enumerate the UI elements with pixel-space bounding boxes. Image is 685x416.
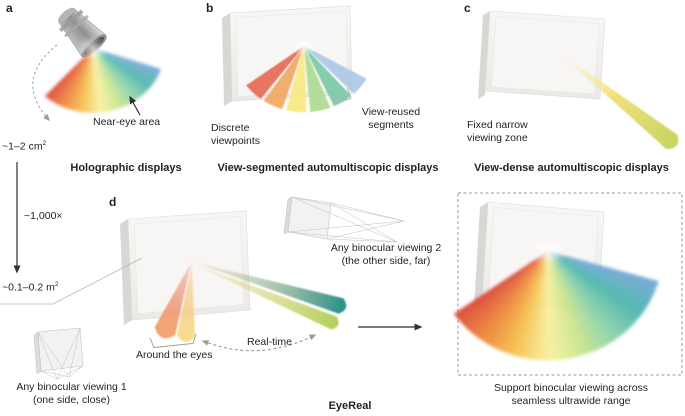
area-small-base: ~1–2 cm [2,140,43,153]
area-large-base: ~0.1–0.2 m [2,281,55,294]
fan [44,35,162,113]
binocular-2-label: Any binocular viewing 2 (the other side,… [330,242,442,267]
area-small-sup: 2 [42,140,47,147]
light-cone [154,263,191,339]
panel-d-letter: d [109,195,117,209]
mini-display-binocular-2 [283,196,405,243]
display-panel-d [120,210,251,325]
size-leader-line [0,257,143,305]
binocular-1-label: Any binocular viewing 1 (one side, close… [16,381,127,406]
area-large-label: ~0.1–0.2 m2 [2,281,58,294]
realtime-dashed-arrow [201,334,317,352]
support-caption: Support binocular viewing across seamles… [493,382,649,407]
light-fans [44,35,659,361]
panel-b-title: View-segmented automultiscopic displays [217,162,439,174]
fan [453,236,659,361]
around-eyes-label: Around the eyes [136,349,213,361]
realtime-label: Real-time [247,336,292,348]
light-cone [177,263,195,342]
display-panel-c [478,10,606,100]
light-beams [154,50,679,342]
light-cone [556,50,679,150]
area-small-label: ~1–2 cm2 [2,140,46,153]
fixed-narrow-label: Fixed narrow viewing zone [467,119,528,144]
panel-a-title: Holographic displays [70,162,182,174]
panel-b-letter: b [206,1,214,15]
panel-a-letter: a [6,1,13,15]
view-reused-label: View-reused segments [361,106,421,131]
area-large-sup: 2 [54,281,59,288]
near-eye-label: Near-eye area [93,116,161,128]
panel-d-title: EyeReal [328,400,372,412]
scale-factor-label: ~1,000× [24,210,63,222]
result-dashed-box [457,192,683,376]
around-eyes-bracket [149,333,197,348]
panel-c-letter: c [464,1,471,15]
shrink-dashed-arrow [32,44,58,122]
near-eye-arrow [129,95,141,116]
view-reused-bracket [332,88,352,105]
light-cone [193,264,339,330]
discrete-viewpoints-label: Discrete viewpoints [211,122,261,147]
panel-c-title: View-dense automultiscopic displays [474,162,669,174]
mini-display-binocular-1 [33,327,84,380]
fan [246,35,367,113]
light-cone [193,262,347,314]
